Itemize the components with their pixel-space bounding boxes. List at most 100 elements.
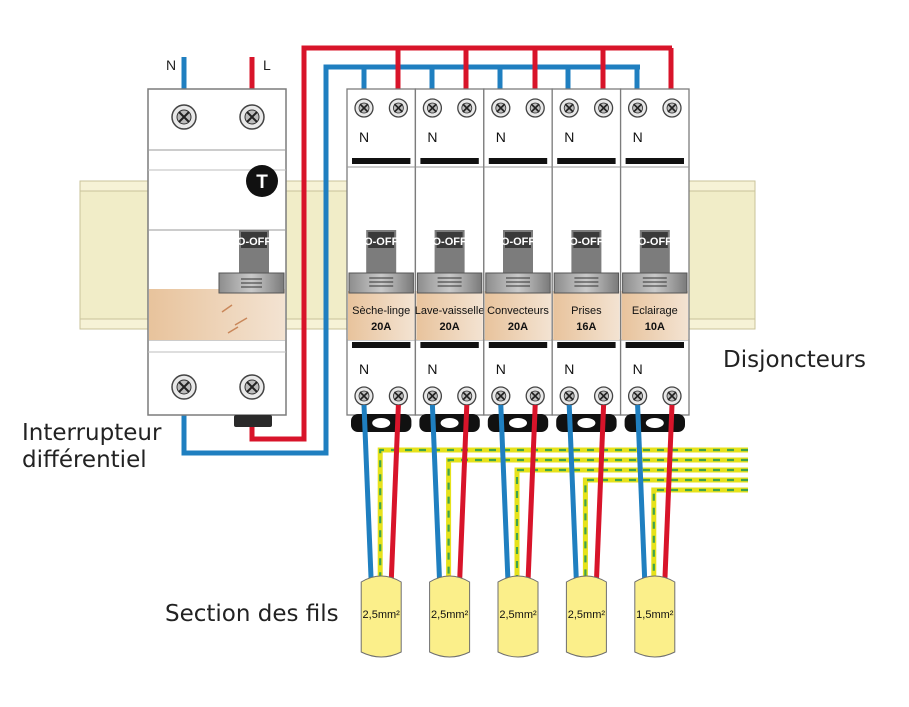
breaker-clip-hole <box>577 418 596 428</box>
wire-section-tag: 2,5mm² <box>497 575 539 658</box>
outgoing-wires <box>498 404 538 583</box>
breaker-toggle[interactable]: O-OFF <box>348 230 414 294</box>
neutral-label: N <box>166 57 176 73</box>
rcd-test-button[interactable]: T <box>246 165 278 197</box>
breaker-clip-hole <box>509 418 527 428</box>
rcd-top-screw-n <box>171 104 197 130</box>
breaker-toggle[interactable]: O-OFF <box>485 230 551 294</box>
breaker-bottom-screw-n <box>354 386 374 406</box>
breaker-bottom-n-label: N <box>564 361 574 377</box>
breaker-toggle-label: O-OFF <box>501 236 535 248</box>
breaker-top-n-label: N <box>496 129 506 145</box>
earth-wire <box>651 487 748 582</box>
earth-wire <box>377 447 748 582</box>
wire-section-caption: Section des fils <box>165 601 339 627</box>
breaker-rating: 20A <box>440 321 460 333</box>
wire-section-value: 2,5mm² <box>568 609 606 621</box>
breaker-rating: 16A <box>576 321 596 333</box>
wire-section-tag: 2,5mm² <box>429 575 471 658</box>
breaker-bottom-screw-n <box>559 386 579 406</box>
outgoing-wires <box>429 404 470 583</box>
breaker-toggle-label: O-OFF <box>364 236 398 248</box>
rcd-bottom-screw-l <box>239 374 265 400</box>
breaker-circuit-name: Lave-vaisselle <box>415 305 485 317</box>
wire-section-tag: 2,5mm² <box>565 575 607 658</box>
breaker-clip-hole <box>440 418 459 428</box>
rcd-band-marks <box>221 304 248 334</box>
breaker-circuit-name: Eclairage <box>632 305 678 317</box>
wire-section-value: 1,5mm² <box>636 609 674 621</box>
outgoing-wires <box>566 404 607 583</box>
breaker-top-n-label: N <box>564 129 574 145</box>
breaker-top-screw-n <box>627 98 648 118</box>
breaker-module[interactable]: N O-OFF Prises 16A N <box>551 88 622 432</box>
rcd-test-label: T <box>256 172 268 193</box>
breaker-bottom-screw-l <box>457 386 477 406</box>
outgoing-wires <box>635 404 675 583</box>
breaker-bottom-screw-n <box>627 386 648 406</box>
breaker-circuit-name: Convecteurs <box>487 305 549 317</box>
breaker-bottom-screw-n <box>491 386 511 406</box>
breaker-top-screw-n <box>491 98 511 118</box>
breaker-top-screw-l <box>593 98 614 118</box>
wire-section-tag: 1,5mm² <box>634 575 676 658</box>
rcd-bottom-screw-n <box>171 374 197 400</box>
breaker-bottom-screw-l <box>593 386 614 406</box>
breaker-bottom-n-label: N <box>359 361 369 377</box>
breaker-rating: 20A <box>508 321 528 333</box>
breaker-circuit-name: Sèche-linge <box>352 305 410 317</box>
breaker-module[interactable]: N O-OFF Eclairage 10A N <box>619 88 690 432</box>
earth-wire <box>514 467 748 582</box>
breaker-toggle[interactable]: O-OFF <box>622 230 688 294</box>
breaker-bottom-screw-l <box>388 386 409 406</box>
rcd-module[interactable]: T O-OFF <box>147 88 287 427</box>
breaker-toggle-label: O-OFF <box>638 236 672 248</box>
breaker-rating: 20A <box>371 321 391 333</box>
breaker-toggle-label: O-OFF <box>432 236 466 248</box>
breaker-bottom-screw-l <box>525 386 545 406</box>
breaker-top-screw-l <box>525 98 545 118</box>
live-label: L <box>263 57 271 73</box>
breaker-bottom-screw-n <box>422 386 443 406</box>
rcd-caption-line2: différentiel <box>22 447 147 473</box>
breaker-module[interactable]: N O-OFF Convecteurs 20A N <box>483 88 553 432</box>
bus-bars <box>181 45 674 456</box>
wire-section-tag: 2,5mm² <box>360 575 402 658</box>
breaker-toggle-label: O-OFF <box>569 236 603 248</box>
rcd-top-screw-l <box>239 104 265 130</box>
breaker-module[interactable]: N O-OFF Lave-vaisselle 20A N <box>415 88 485 432</box>
breaker-toggle[interactable]: O-OFF <box>553 230 620 294</box>
breaker-bottom-n-label: N <box>633 361 643 377</box>
rcd-caption-line1: Interrupteur <box>22 420 162 446</box>
breaker-top-n-label: N <box>633 129 643 145</box>
rcd-toggle-label: O-OFF <box>237 236 271 248</box>
rcd-toggle[interactable]: O-OFF <box>218 230 285 294</box>
breaker-bottom-n-label: N <box>427 361 437 377</box>
breaker-top-screw-n <box>559 98 579 118</box>
breaker-top-screw-l <box>662 98 682 118</box>
breaker-top-screw-l <box>388 98 409 118</box>
live-drops <box>395 48 674 96</box>
breaker-top-n-label: N <box>427 129 437 145</box>
rcd-caption: Interrupteur différentiel <box>22 420 161 474</box>
earth-wire <box>446 457 748 582</box>
earth-wire <box>582 477 748 582</box>
breaker-clip-hole <box>645 418 664 428</box>
wire-section-value: 2,5mm² <box>363 609 401 621</box>
wire-section-value: 2,5mm² <box>499 609 537 621</box>
outgoing-wires <box>361 404 401 583</box>
breaker-top-screw-n <box>354 98 374 118</box>
breaker-top-screw-l <box>457 98 477 118</box>
rcd-clip <box>234 415 272 427</box>
breaker-bottom-n-label: N <box>496 361 506 377</box>
breaker-toggle[interactable]: O-OFF <box>416 230 483 294</box>
breakers-caption: Disjoncteurs <box>723 347 866 373</box>
wire-section-value: 2,5mm² <box>431 609 469 621</box>
breaker-circuit-name: Prises <box>571 305 602 317</box>
breaker-rating: 10A <box>645 321 665 333</box>
breaker-top-screw-n <box>422 98 443 118</box>
breakers-row: N O-OFF Sèche-linge 20A N N O-OFF Lave-vaissell… <box>346 88 690 432</box>
